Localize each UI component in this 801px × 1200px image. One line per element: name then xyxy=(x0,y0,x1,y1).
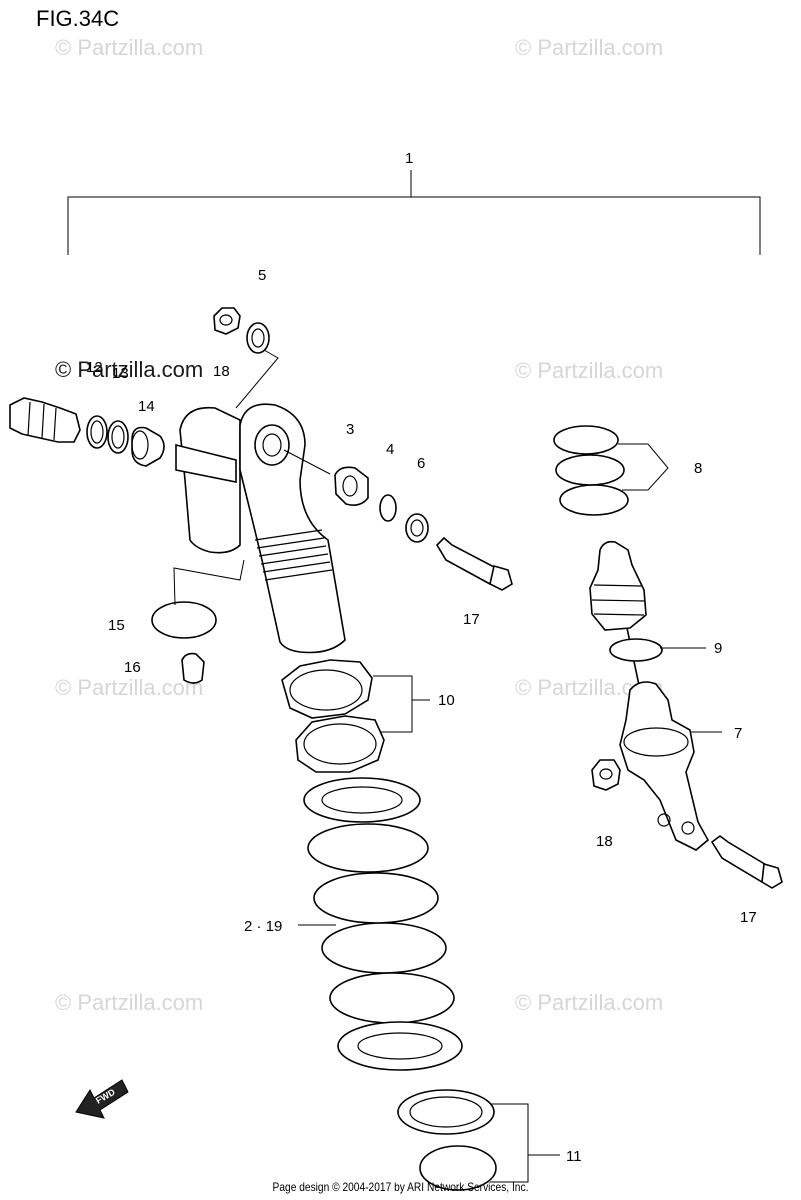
o-ring-13[interactable] xyxy=(107,420,129,454)
washer-6[interactable] xyxy=(405,513,429,543)
callout-17-upper: 17 xyxy=(463,611,480,628)
bushing-3[interactable] xyxy=(334,466,369,506)
watermark: © Partzilla.com xyxy=(55,357,204,382)
leader xyxy=(283,449,331,475)
watermark: © Partzilla.com xyxy=(55,990,204,1015)
shock-body[interactable] xyxy=(239,403,346,654)
watermark: © Partzilla.com xyxy=(515,358,664,383)
fwd-arrow-icon: FWD xyxy=(75,1079,129,1119)
callout-5: 5 xyxy=(258,267,266,284)
callout-13: 13 xyxy=(112,365,129,382)
callout-15: 15 xyxy=(108,617,125,634)
o-ring-12[interactable] xyxy=(86,415,108,449)
nut-18-lower[interactable] xyxy=(591,759,621,791)
assembly-bracket xyxy=(67,170,761,255)
lock-nut-10-lower[interactable] xyxy=(295,715,385,773)
callout-6: 6 xyxy=(417,455,425,472)
leader xyxy=(490,1103,529,1183)
ring-4[interactable] xyxy=(379,494,397,522)
washer-5[interactable] xyxy=(246,322,270,354)
callout-10: 10 xyxy=(438,692,455,709)
callout-1: 1 xyxy=(405,150,413,167)
callout-9: 9 xyxy=(714,640,722,657)
callout-16: 16 xyxy=(124,659,141,676)
leader xyxy=(373,675,413,733)
callout-11: 11 xyxy=(566,1148,582,1165)
watermark: © Partzilla.com xyxy=(55,35,204,60)
o-ring-15[interactable] xyxy=(151,601,217,639)
reservoir-valve-part[interactable] xyxy=(9,397,81,443)
bolt-17-lower[interactable] xyxy=(710,835,783,889)
coil-spring[interactable] xyxy=(303,777,463,1071)
callout-18-top: 18 xyxy=(213,363,230,380)
callout-4: 4 xyxy=(386,441,394,458)
watermark: © Partzilla.com xyxy=(515,990,664,1015)
lower-mount-7[interactable] xyxy=(619,681,710,851)
leader xyxy=(235,349,279,409)
bolt-17-upper[interactable] xyxy=(435,536,513,591)
figure-title: FIG.34C xyxy=(36,6,120,31)
damper-bump-rubber[interactable] xyxy=(589,540,647,691)
reservoir-body[interactable] xyxy=(175,406,241,554)
callout-12: 12 xyxy=(86,359,103,376)
callout-2-19: 2 · 19 xyxy=(244,918,282,935)
leader xyxy=(618,443,669,491)
spring-seat-8[interactable] xyxy=(553,425,629,516)
watermark: © Partzilla.com xyxy=(515,35,664,60)
callout-18-lower: 18 xyxy=(596,833,613,850)
watermark: © Partzilla.com xyxy=(55,675,204,700)
ring-9[interactable] xyxy=(609,638,663,662)
callout-8: 8 xyxy=(694,460,702,477)
callout-14: 14 xyxy=(138,398,155,415)
cap-14[interactable] xyxy=(131,426,165,467)
footer-copyright: Page design © 2004-2017 by ARI Network S… xyxy=(272,1180,529,1194)
callout-17-lower: 17 xyxy=(740,909,757,926)
lock-nut-10-upper[interactable] xyxy=(281,659,373,719)
callout-3: 3 xyxy=(346,421,354,438)
spring-guide-11[interactable] xyxy=(397,1089,497,1191)
bushing-16[interactable] xyxy=(181,652,205,684)
leader xyxy=(173,559,245,606)
nut-18-top[interactable] xyxy=(213,307,241,335)
callout-7: 7 xyxy=(734,725,742,742)
threaded-section xyxy=(254,529,333,581)
